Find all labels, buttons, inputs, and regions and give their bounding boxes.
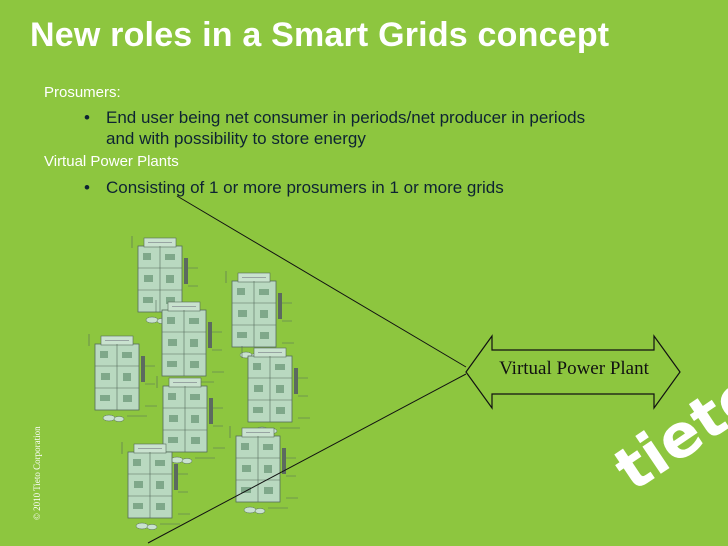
slide-title: New roles in a Smart Grids concept — [30, 16, 610, 54]
prosumer-houses — [88, 235, 311, 531]
prosumer-house-icon — [88, 333, 158, 423]
bullet-prosumers: • End user being net consumer in periods/… — [84, 107, 624, 149]
copyright-notice: © 2010 Tieto Corporation — [32, 426, 42, 520]
prosumer-house-icon — [155, 299, 225, 389]
prosumer-house-icon — [225, 270, 295, 360]
heading-prosumers: Prosumers: — [44, 84, 121, 101]
bullet-dot: • — [84, 178, 90, 197]
prosumer-house-icon — [121, 441, 191, 531]
prosumer-house-icon — [156, 375, 226, 465]
heading-virtual-power-plants: Virtual Power Plants — [44, 153, 179, 170]
bullet-prosumers-text: End user being net consumer in periods/n… — [106, 108, 586, 148]
vpp-double-arrow — [465, 334, 681, 410]
vpp-label: Virtual Power Plant — [499, 358, 649, 379]
prosumer-house-icon — [229, 425, 299, 515]
bullet-dot: • — [84, 108, 90, 127]
prosumer-house-icon — [241, 345, 311, 435]
bullet-vpp-text: Consisting of 1 or more prosumers in 1 o… — [106, 178, 504, 197]
connector-line-top — [176, 195, 467, 368]
connector-line-bottom — [147, 373, 467, 544]
bullet-virtual-power-plants: • Consisting of 1 or more prosumers in 1 … — [84, 177, 624, 198]
